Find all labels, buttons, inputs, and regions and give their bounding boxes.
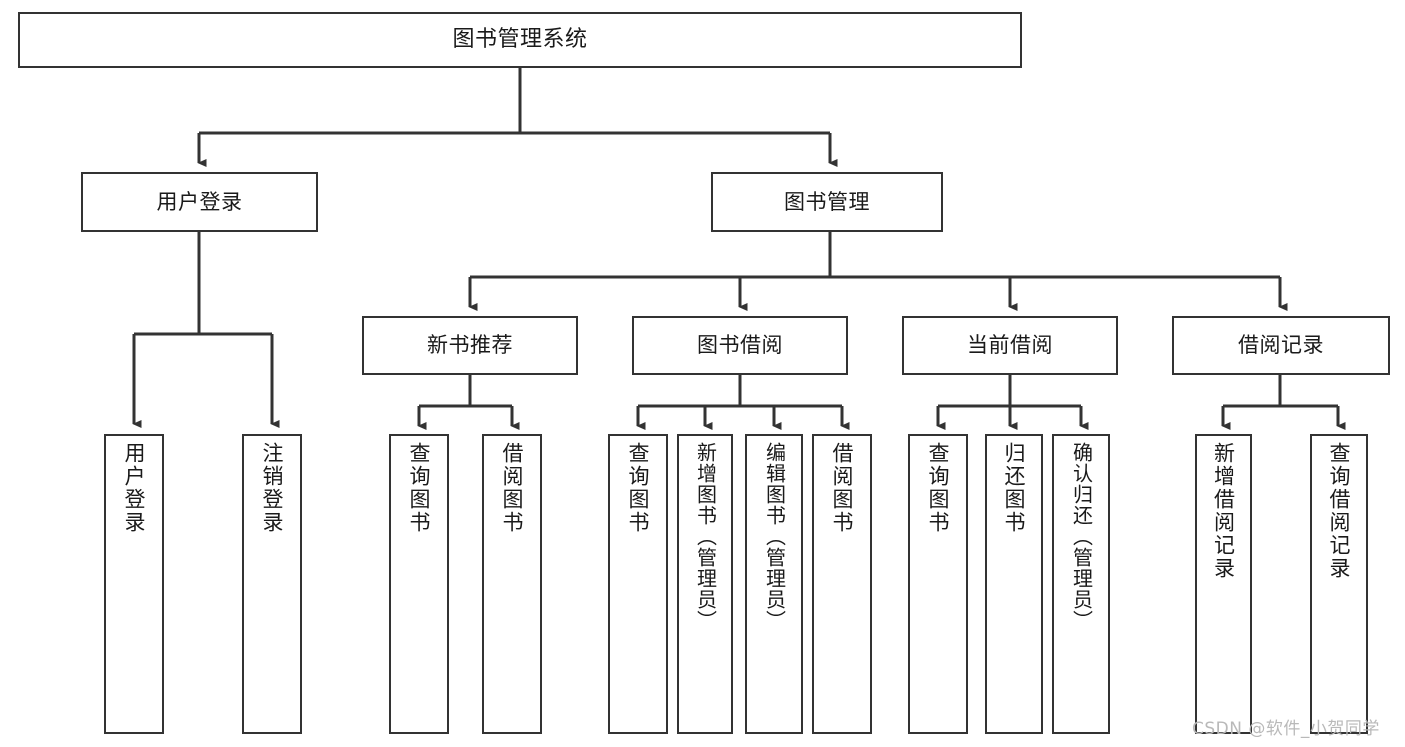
- leaf-return-book[interactable]: 归还图书: [985, 434, 1043, 734]
- node-user-login[interactable]: 用户登录: [81, 172, 318, 232]
- node-book-management[interactable]: 图书管理: [711, 172, 943, 232]
- node-label: 编辑图书（管理员）: [762, 442, 787, 631]
- leaf-confirm-return-admin[interactable]: 确认归还（管理员）: [1052, 434, 1110, 734]
- leaf-query-book-borrow[interactable]: 查询图书: [608, 434, 668, 734]
- node-label: 新增借阅记录: [1211, 442, 1236, 580]
- csdn-watermark: CSDN @软件_小贺同学: [1192, 719, 1380, 739]
- node-label: 注销登录: [260, 442, 285, 534]
- node-label: 查询图书: [407, 442, 432, 534]
- node-current-borrow[interactable]: 当前借阅: [902, 316, 1118, 375]
- node-new-book-recommend[interactable]: 新书推荐: [362, 316, 578, 375]
- node-label: 确认归还（管理员）: [1069, 442, 1094, 631]
- leaf-borrow-book-recommend[interactable]: 借阅图书: [482, 434, 542, 734]
- node-label: 借阅记录: [1238, 333, 1324, 358]
- node-borrow-records[interactable]: 借阅记录: [1172, 316, 1390, 375]
- node-label: 当前借阅: [967, 333, 1053, 358]
- leaf-query-borrow-record[interactable]: 查询借阅记录: [1310, 434, 1368, 734]
- node-root-system[interactable]: 图书管理系统: [18, 12, 1022, 68]
- node-label: 新增图书（管理员）: [693, 442, 718, 631]
- node-label: 借阅图书: [830, 442, 855, 534]
- leaf-user-login[interactable]: 用户登录: [104, 434, 164, 734]
- node-label: 借阅图书: [500, 442, 525, 534]
- node-label: 用户登录: [156, 189, 243, 214]
- node-label: 图书管理: [784, 189, 870, 214]
- node-label: 归还图书: [1002, 442, 1027, 534]
- leaf-borrow-book[interactable]: 借阅图书: [812, 434, 872, 734]
- node-label: 用户登录: [122, 442, 147, 534]
- leaf-query-book-recommend[interactable]: 查询图书: [389, 434, 449, 734]
- node-label: 图书借阅: [697, 333, 783, 358]
- node-label: 查询图书: [926, 442, 951, 534]
- leaf-logout[interactable]: 注销登录: [242, 434, 302, 734]
- leaf-query-book-current[interactable]: 查询图书: [908, 434, 968, 734]
- node-label: 查询图书: [626, 442, 651, 534]
- node-book-borrow[interactable]: 图书借阅: [632, 316, 848, 375]
- leaf-add-borrow-record[interactable]: 新增借阅记录: [1195, 434, 1252, 734]
- node-label: 新书推荐: [427, 333, 513, 358]
- node-label: 查询借阅记录: [1327, 442, 1352, 580]
- leaf-edit-book-admin[interactable]: 编辑图书（管理员）: [745, 434, 803, 734]
- node-label: 图书管理系统: [452, 27, 588, 53]
- leaf-add-book-admin[interactable]: 新增图书（管理员）: [677, 434, 733, 734]
